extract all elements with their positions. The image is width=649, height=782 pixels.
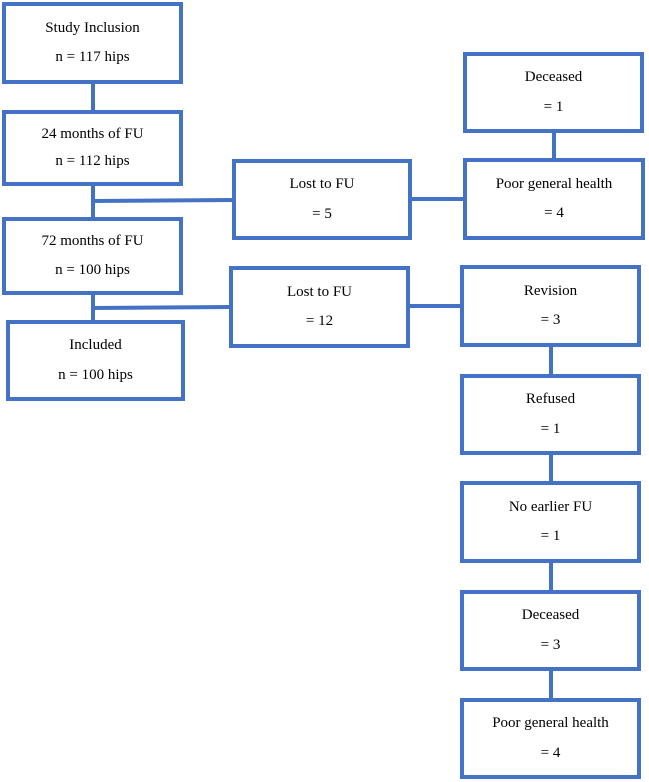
box-value: n = 117 hips <box>55 49 130 66</box>
lost-to-fu-12-box: Lost to FU = 12 <box>229 266 410 348</box>
poor-general-health-4-bottom-box: Poor general health = 4 <box>460 698 641 779</box>
box-value: n = 100 hips <box>58 366 133 383</box>
box-value: = 1 <box>540 420 561 437</box>
box-title: Deceased <box>524 69 583 86</box>
box-title: Included <box>69 337 122 354</box>
box-value: = 3 <box>540 312 561 329</box>
72-months-fu-box: 72 months of FU n = 100 hips <box>2 217 183 295</box>
box-value: = 3 <box>540 636 561 653</box>
connector-spine-to-lost-5 <box>90 197 235 204</box>
box-title: Deceased <box>521 607 580 624</box>
box-title: 72 months of FU <box>41 233 144 250</box>
box-title: 24 months of FU <box>41 125 144 142</box>
box-value: = 4 <box>540 744 561 761</box>
box-value: = 1 <box>543 98 564 115</box>
connector-spine-to-lost-12 <box>90 304 232 311</box>
box-value: = 4 <box>544 205 564 222</box>
included-box: Included n = 100 hips <box>6 320 185 401</box>
revision-box: Revision = 3 <box>460 265 641 347</box>
box-value: = 12 <box>305 313 334 330</box>
box-title: Refused <box>525 391 576 408</box>
box-title: Lost to FU <box>289 176 355 193</box>
box-title: Poor general health <box>495 175 613 192</box>
24-months-fu-box: 24 months of FU n = 112 hips <box>2 110 183 186</box>
box-title: Revision <box>523 282 578 299</box>
deceased-1-box: Deceased = 1 <box>463 52 644 133</box>
box-value: n = 112 hips <box>55 153 130 170</box>
refused-box: Refused = 1 <box>460 374 641 455</box>
no-earlier-fu-box: No earlier FU = 1 <box>460 481 641 563</box>
box-title: No earlier FU <box>508 498 593 515</box>
box-value: = 1 <box>540 528 561 545</box>
box-title: Study Inclusion <box>45 19 140 36</box>
study-inclusion-box: Study Inclusion n = 117 hips <box>2 2 183 84</box>
box-title: Lost to FU <box>286 283 352 300</box>
poor-general-health-4-box: Poor general health = 4 <box>463 158 645 240</box>
box-title: Poor general health <box>492 715 609 732</box>
deceased-3-box: Deceased = 3 <box>460 590 641 671</box>
box-value: n = 100 hips <box>55 261 130 278</box>
lost-to-fu-5-box: Lost to FU = 5 <box>232 159 412 240</box>
box-value: = 5 <box>312 205 332 222</box>
